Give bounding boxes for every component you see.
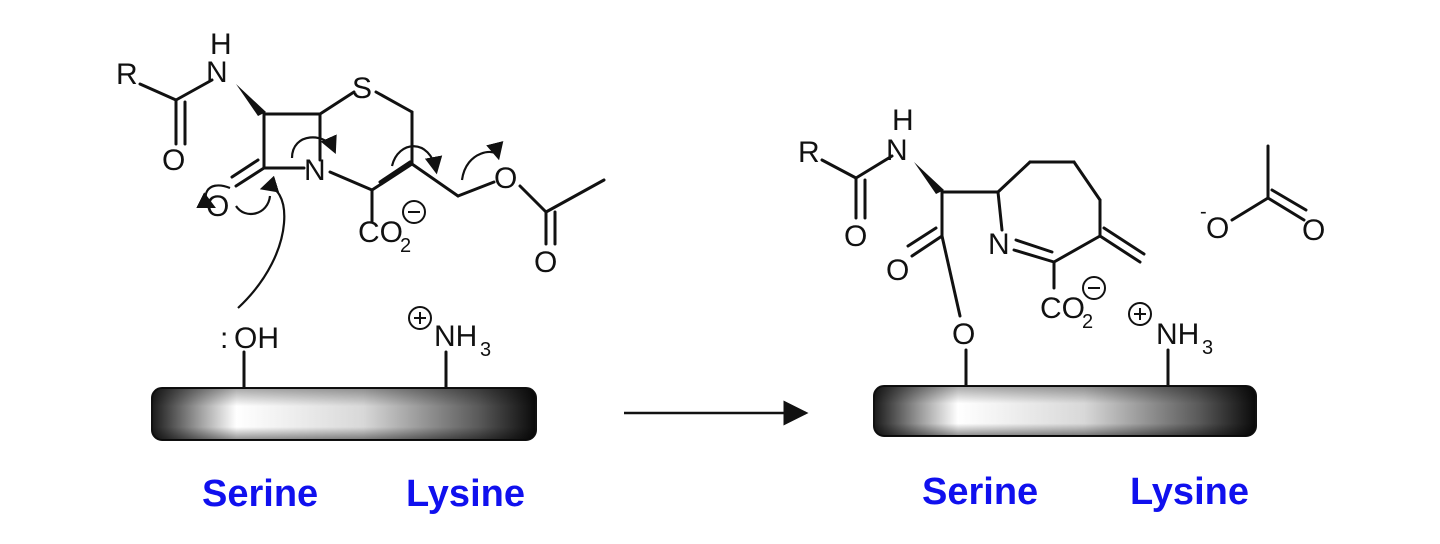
amide-oxygen-label: O xyxy=(162,144,185,177)
carbonyl-return-arrow-icon xyxy=(235,195,272,216)
carboxylate-label-right: CO xyxy=(1040,292,1085,325)
amide-oxygen-label-right: O xyxy=(844,220,867,253)
amide-nitrogen-label: N xyxy=(206,56,228,89)
serine-oxygen-label-right: O xyxy=(952,318,975,351)
sulfur-label: S xyxy=(352,72,372,105)
lactam-oxygen-label: O xyxy=(206,190,229,223)
amide-hydrogen-label: H xyxy=(210,28,232,61)
carboxylate-subscript-right: 2 xyxy=(1082,311,1093,333)
ring-opening-arrow-icon xyxy=(290,134,337,159)
amide-hydrogen-label-right: H xyxy=(892,104,914,137)
negative-charge-icon-right xyxy=(1082,276,1106,300)
ester-carbonyl-oxygen-label: O xyxy=(534,246,557,279)
wedge-bond-right xyxy=(914,162,944,194)
lysine-amine-label-right: NH xyxy=(1156,318,1199,351)
left-molecule: R O N H O N S CO 2 xyxy=(116,28,606,515)
lysine-amine-label: NH xyxy=(434,320,477,353)
imine-nitrogen-label-right: N xyxy=(988,228,1010,261)
carboxylate-label: CO xyxy=(358,216,403,249)
carboxylate-subscript: 2 xyxy=(400,235,411,257)
right-molecule: R O N H O O N CO 2 xyxy=(798,104,1325,513)
carbonyl-arrow-icon xyxy=(196,184,231,208)
lysine-amine-subscript-right: 3 xyxy=(1202,337,1213,359)
lysine-label: Lysine xyxy=(406,473,525,515)
acetate-oxygen-minus-label: O xyxy=(1206,212,1229,245)
acetate-oxygen-label: O xyxy=(1302,214,1325,247)
amide-nitrogen-label-right: N xyxy=(886,134,908,167)
lysine-amine-subscript: 3 xyxy=(480,339,491,361)
positive-charge-icon xyxy=(408,306,432,330)
positive-charge-icon-right xyxy=(1128,302,1152,326)
acyl-oxygen-label-right: O xyxy=(886,254,909,287)
r-group-label: R xyxy=(116,58,138,91)
lone-pair-label: : xyxy=(220,322,228,355)
serine-hydroxyl-label: OH xyxy=(234,322,279,355)
acetate-minus-sign: - xyxy=(1200,201,1207,223)
r-group-label-right: R xyxy=(798,136,820,169)
ester-oxygen-label: O xyxy=(494,162,517,195)
negative-charge-icon xyxy=(402,200,426,224)
lactam-nitrogen-label: N xyxy=(304,154,326,187)
nucleophilic-attack-arrow xyxy=(237,175,286,309)
serine-label: Serine xyxy=(202,473,318,515)
enamine-arrow-icon xyxy=(390,145,443,175)
lysine-label-right: Lysine xyxy=(1130,471,1249,513)
wedge-bond xyxy=(236,84,266,116)
serine-label-right: Serine xyxy=(922,471,1038,513)
leaving-group-arrow-icon xyxy=(460,141,504,181)
